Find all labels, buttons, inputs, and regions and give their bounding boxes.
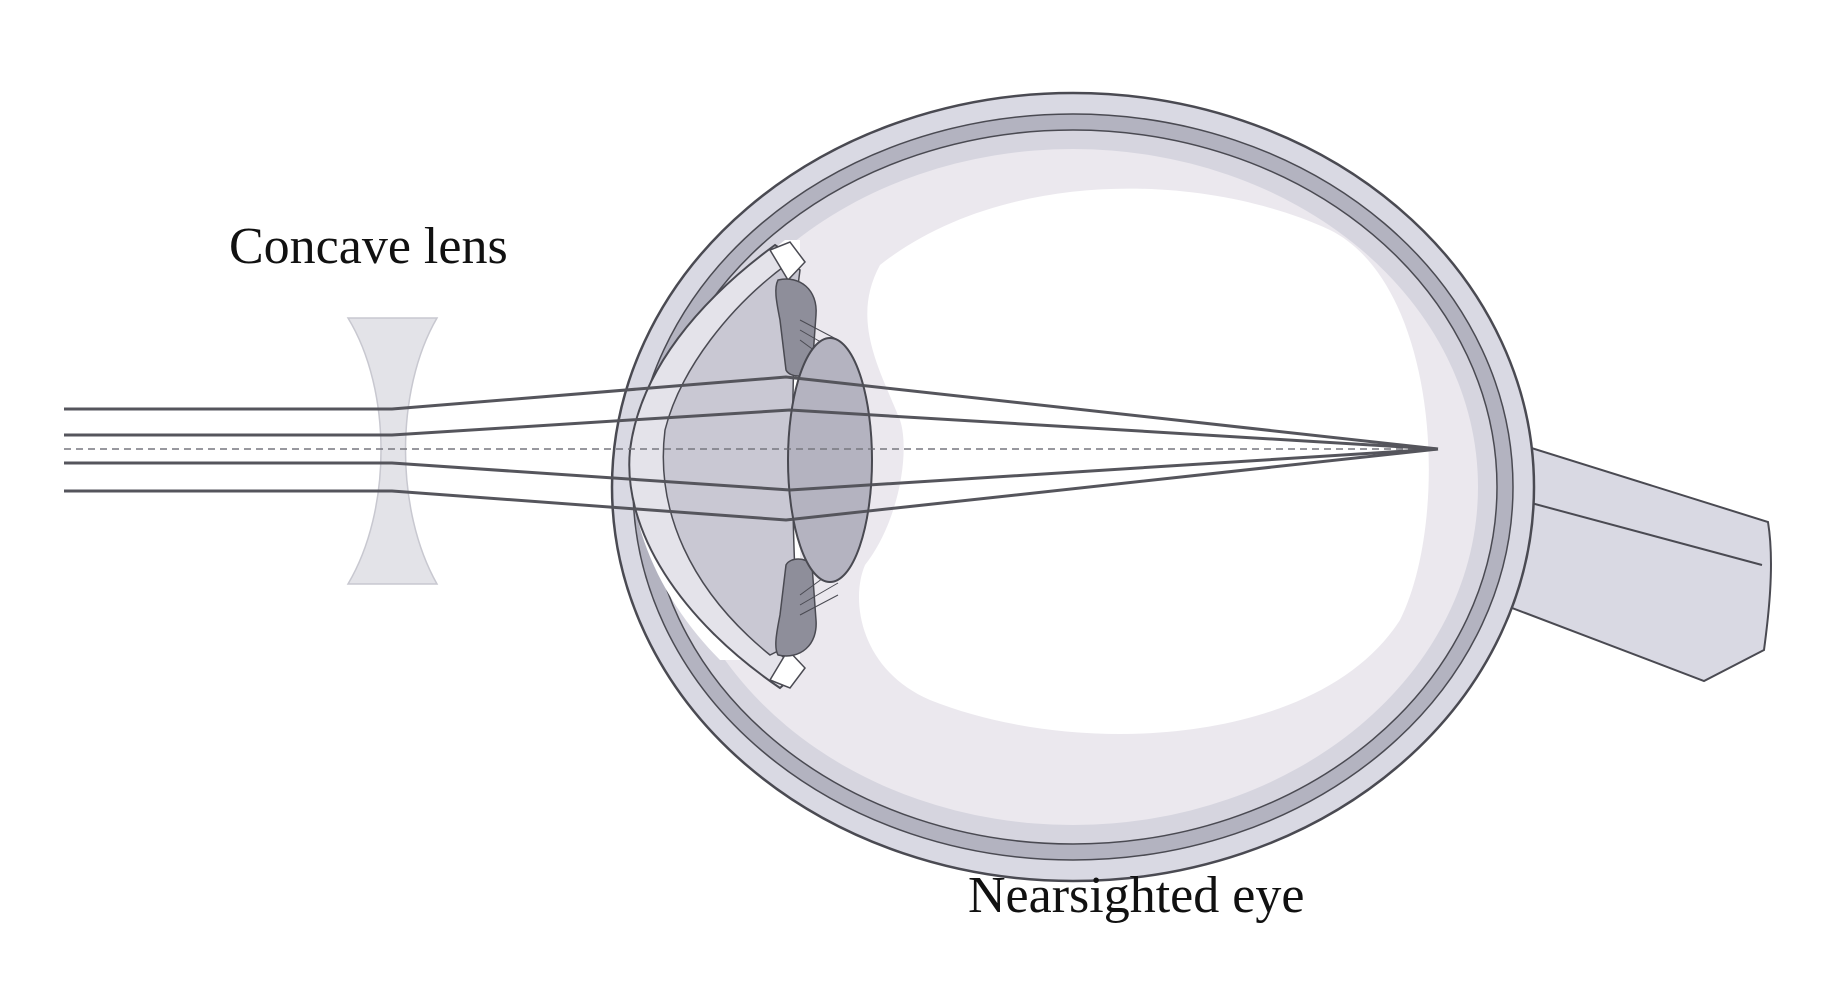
crystalline-lens-outline bbox=[787, 337, 873, 583]
ray-3 bbox=[64, 447, 1439, 492]
concave-lens-label: Concave lens bbox=[229, 218, 508, 275]
iris bbox=[775, 278, 839, 657]
nearsighted-eye-label: Nearsighted eye bbox=[968, 867, 1305, 924]
vitreous-body bbox=[858, 188, 1429, 735]
ray-1 bbox=[64, 375, 1439, 451]
light-rays bbox=[64, 375, 1439, 522]
concave-lens bbox=[346, 317, 439, 585]
ray-2 bbox=[64, 408, 1439, 451]
ray-4 bbox=[64, 447, 1439, 522]
cornea bbox=[628, 241, 806, 690]
optic-nerve bbox=[1476, 433, 1772, 683]
